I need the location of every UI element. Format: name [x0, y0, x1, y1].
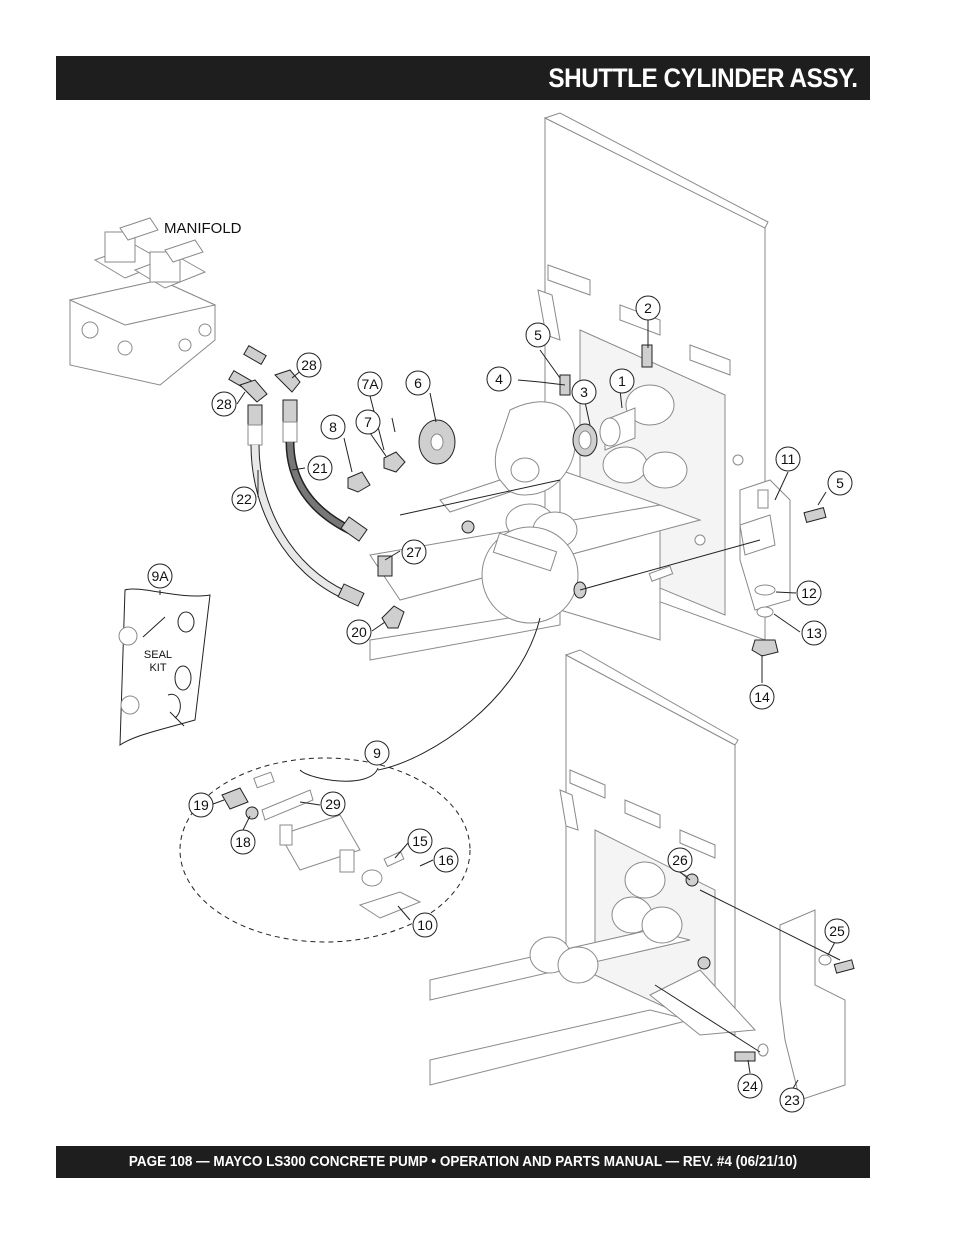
footer-bar: PAGE 108 — MAYCO LS300 CONCRETE PUMP • O…	[56, 1146, 870, 1178]
seal-kit-label-line2: KIT	[149, 662, 166, 674]
page-footer: PAGE 108 — MAYCO LS300 CONCRETE PUMP • O…	[128, 1154, 798, 1170]
callout-23: 23	[779, 1087, 805, 1113]
svg-text:4: 4	[495, 371, 503, 387]
svg-text:27: 27	[406, 544, 422, 560]
svg-text:7: 7	[364, 414, 372, 430]
leader-lines	[159, 318, 841, 1091]
pump-body-upper	[369, 112, 791, 661]
svg-text:3: 3	[580, 384, 588, 400]
callout-7a: 7A	[357, 371, 383, 397]
svg-text:28: 28	[216, 396, 232, 412]
callout-27: 27	[401, 539, 427, 565]
page-title: SHUTTLE CYLINDER ASSY.	[548, 63, 859, 93]
callout-11: 11	[775, 446, 801, 472]
svg-text:22: 22	[236, 491, 252, 507]
svg-text:21: 21	[312, 460, 328, 476]
svg-text:12: 12	[801, 585, 817, 601]
svg-text:29: 29	[325, 796, 341, 812]
callout-8: 8	[320, 414, 346, 440]
callout-12: 12	[796, 580, 822, 606]
callout-16: 16	[433, 847, 459, 873]
svg-text:23: 23	[784, 1092, 800, 1108]
callouts: 1 2 3 4 5 5 6 7 7A 8 9 9A 10 11 12 13 14…	[147, 295, 853, 1113]
callout-24: 24	[737, 1073, 763, 1099]
seal-kit-label-line1: SEAL	[144, 649, 172, 661]
callout-22: 22	[231, 486, 257, 512]
seal-kit-card: SEAL KIT	[118, 588, 211, 746]
callout-28-right: 28	[296, 352, 322, 378]
callout-21: 21	[307, 455, 333, 481]
svg-text:15: 15	[412, 833, 428, 849]
callout-3: 3	[571, 379, 597, 405]
svg-text:10: 10	[417, 917, 433, 933]
svg-text:28: 28	[301, 357, 317, 373]
svg-text:9: 9	[373, 745, 381, 761]
callout-26: 26	[667, 847, 693, 873]
callout-18: 18	[230, 829, 256, 855]
callout-1: 1	[609, 368, 635, 394]
callout-28-left: 28	[211, 391, 237, 417]
manifold-assembly: MANIFOLD	[68, 217, 242, 386]
svg-text:11: 11	[781, 451, 796, 467]
hoses-and-fittings	[228, 344, 405, 629]
callout-5-upper: 5	[525, 322, 551, 348]
manifold-label: MANIFOLD	[164, 220, 242, 237]
svg-text:20: 20	[351, 624, 367, 640]
callout-2: 2	[635, 295, 661, 321]
callout-9a: 9A	[147, 563, 173, 589]
callout-6: 6	[405, 370, 431, 396]
svg-text:24: 24	[742, 1078, 758, 1094]
svg-text:25: 25	[829, 923, 845, 939]
header-bar: SHUTTLE CYLINDER ASSY.	[56, 56, 870, 100]
svg-text:19: 19	[193, 797, 209, 813]
svg-text:5: 5	[836, 475, 844, 491]
callout-25: 25	[824, 918, 850, 944]
svg-text:7A: 7A	[361, 376, 379, 392]
callout-15: 15	[407, 828, 433, 854]
callout-19: 19	[188, 792, 214, 818]
callout-20: 20	[346, 619, 372, 645]
svg-text:2: 2	[644, 300, 652, 316]
pump-body-lower	[429, 649, 855, 1101]
svg-text:16: 16	[438, 852, 454, 868]
svg-text:26: 26	[672, 852, 688, 868]
shuttle-parts-upper	[347, 344, 827, 657]
svg-text:6: 6	[414, 375, 422, 391]
svg-text:14: 14	[754, 689, 770, 705]
callout-14: 14	[749, 684, 775, 710]
svg-text:13: 13	[806, 625, 822, 641]
callout-5-right: 5	[827, 470, 853, 496]
callout-29: 29	[320, 791, 346, 817]
cylinder-assembly-detail	[179, 757, 471, 943]
svg-text:8: 8	[329, 419, 337, 435]
callout-9: 9	[364, 740, 390, 766]
callout-10: 10	[412, 912, 438, 938]
svg-text:18: 18	[235, 834, 251, 850]
svg-text:1: 1	[618, 373, 626, 389]
svg-text:5: 5	[534, 327, 542, 343]
callout-13: 13	[801, 620, 827, 646]
callout-7: 7	[355, 409, 381, 435]
svg-text:9A: 9A	[151, 568, 169, 584]
callout-4: 4	[486, 366, 512, 392]
